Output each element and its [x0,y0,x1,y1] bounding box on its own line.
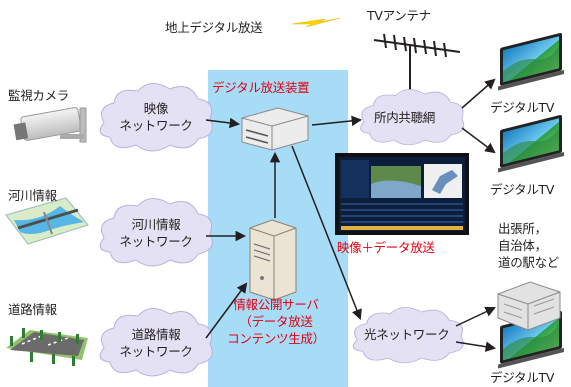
server-label-line-2: （データ放送 [239,314,313,329]
server-label-line-3: コンテンツ生成） [227,331,325,346]
broadcast-equipment-icon [241,107,309,151]
digital-tv-2-icon [498,114,564,173]
video-network-line-1: 映像 [143,101,169,116]
road-network-line-2: ネットワーク [119,344,193,359]
digital-tv-1-icon [498,32,564,91]
surveillance-camera-icon [13,107,87,143]
digital-tv-3-label: デジタルTV [490,370,555,385]
info-server-label: 情報公開サーバ （データ放送 コンテンツ生成） [210,296,342,347]
digital-tv-2-label: デジタルTV [490,182,555,197]
data-broadcast-screen [335,153,469,235]
info-server-icon [249,219,297,301]
terrestrial-broadcast-label: 地上デジタル放送 [165,20,263,35]
office-building-icon [497,281,561,331]
broadcast-equipment-label: デジタル放送装置 [212,80,310,95]
road-map-icon [6,328,88,366]
river-info-label: 河川情報 [8,188,57,203]
video-data-broadcast-caption: 映像＋データ放送 [337,240,435,255]
flow-arrows [205,78,497,352]
video-network-line-2: ネットワーク [119,118,193,133]
surveillance-camera-label: 監視カメラ [8,88,70,103]
broadcast-signal-icon [291,17,341,28]
digital-tv-1-label: デジタルTV [490,100,555,115]
video-network-label: 映像 ネットワーク [108,100,204,134]
building-network-label: 所内共聴網 [374,110,436,125]
optical-network-label: 光ネットワーク [364,327,450,342]
river-map-icon [5,197,89,245]
road-network-line-1: 道路情報 [131,327,181,342]
river-network-line-2: ネットワーク [119,234,193,249]
tv-antenna-icon [373,33,461,90]
tv-antenna-label: TVアンテナ [367,8,431,23]
road-network-label: 道路情報 ネットワーク [108,326,204,360]
offices-line-3: 道の駅など [498,255,560,270]
river-network-line-1: 河川情報 [131,217,181,232]
offices-label: 出張所， 自治体， 道の駅など [498,220,559,271]
offices-line-2: 自治体， [498,238,547,253]
server-label-line-1: 情報公開サーバ [233,297,319,312]
offices-line-1: 出張所， [498,221,547,236]
river-network-label: 河川情報 ネットワーク [108,216,204,250]
road-info-label: 道路情報 [8,302,57,317]
